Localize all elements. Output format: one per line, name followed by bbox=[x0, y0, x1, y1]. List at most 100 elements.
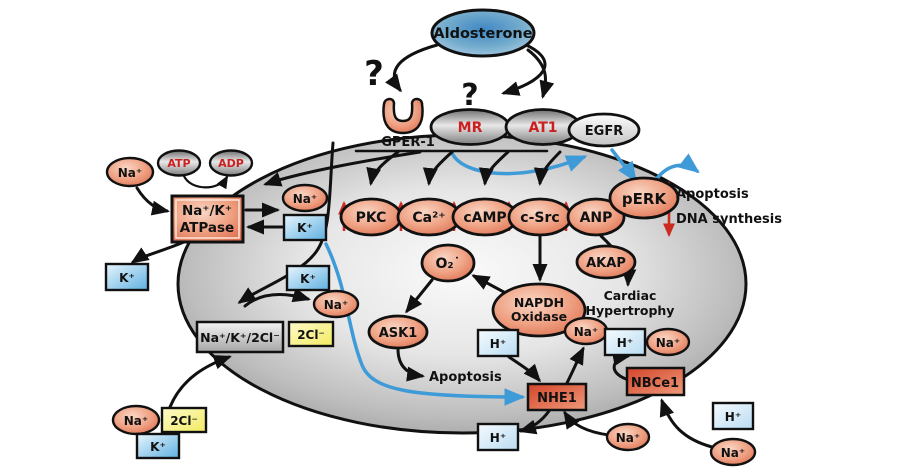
na-ion-label: Na⁺ bbox=[721, 446, 745, 460]
ask1-node bbox=[367, 314, 429, 350]
aldosterone-label: Aldosterone bbox=[433, 26, 532, 42]
h-ion-label: H⁺ bbox=[490, 431, 506, 445]
na-ion-cytosol-nbce1 bbox=[645, 327, 691, 357]
k-ion-cytosol-atpase bbox=[282, 213, 328, 242]
perk-label: pERK bbox=[622, 190, 668, 208]
camp-label: cAMP bbox=[463, 210, 506, 226]
na-ion-label: Na⁺ bbox=[324, 298, 348, 312]
na-ion-label: Na⁺ bbox=[124, 414, 148, 428]
napdh-label-line2: Oxidase bbox=[511, 309, 567, 324]
blue-arrow-to-nhe1 bbox=[324, 242, 526, 406]
arrow-atpase-k-out bbox=[130, 240, 186, 264]
h-ion-extracellular-nbce1 bbox=[711, 401, 755, 431]
anp-node bbox=[566, 197, 626, 237]
h-ion-label: H⁺ bbox=[725, 410, 741, 424]
arrow-h-nhe1 bbox=[507, 355, 541, 383]
h-ion-label: H⁺ bbox=[617, 336, 633, 350]
atpase-label-line2: ATPase bbox=[180, 220, 234, 236]
na-ion-label: Na⁺ bbox=[118, 166, 142, 180]
superoxide-label: O₂˙ bbox=[435, 256, 460, 272]
cardiac-label-line1: Cardiac bbox=[604, 288, 657, 303]
k-ion-extracellular-bottomleft bbox=[135, 432, 181, 460]
cl-ion-label: 2Cl⁻ bbox=[297, 328, 325, 342]
atp-node bbox=[156, 149, 202, 177]
napdh-label-line1: NAPDH bbox=[514, 295, 564, 310]
arrow-aldosterone-gper1 bbox=[385, 43, 439, 93]
na-k-atpase-box bbox=[170, 194, 245, 244]
akap-node bbox=[575, 244, 637, 280]
apoptosis-ask1-label: Apoptosis bbox=[429, 370, 502, 385]
arrow-membrane-nkcc bbox=[237, 141, 335, 304]
arrow-na-out-nbce1 bbox=[659, 398, 714, 449]
na-ion-extracellular-nhe1 bbox=[605, 422, 651, 452]
akap-label: AKAP bbox=[586, 256, 626, 271]
arrow-atp-adp bbox=[182, 174, 229, 190]
arrow-line-csrc bbox=[533, 150, 562, 186]
arrow-aldosterone-at1 bbox=[526, 48, 555, 99]
csrc-label: c-Src bbox=[520, 210, 559, 226]
arrow-line-ca bbox=[422, 150, 454, 186]
apoptosis-perk-label: Apoptosis bbox=[676, 187, 749, 202]
arrow-nkcc-ions-in bbox=[243, 287, 311, 308]
blue-arrow-perk-out bbox=[653, 153, 700, 183]
perk-node bbox=[608, 176, 680, 220]
cardiac-label-line2: Hypertrophy bbox=[586, 303, 675, 318]
nhe1-box bbox=[526, 382, 588, 412]
na-k-atpase-inner-border bbox=[175, 199, 240, 239]
ask1-label: ASK1 bbox=[379, 326, 418, 341]
nkcc-box bbox=[195, 320, 285, 354]
nbce1-box bbox=[625, 366, 686, 397]
gper1-receptor bbox=[382, 97, 424, 135]
na-ion-extracellular-nbce1 bbox=[709, 437, 757, 467]
na-ion-label: Na⁺ bbox=[293, 192, 317, 206]
h-ion-cytosol-nhe1 bbox=[476, 328, 520, 358]
na-ion-label: Na⁺ bbox=[616, 431, 640, 445]
arrow-nbce1-ions-in bbox=[611, 351, 631, 381]
na-ion-cytosol-atpase bbox=[281, 183, 329, 213]
mr-label: MR bbox=[458, 120, 483, 136]
at1-label: AT1 bbox=[528, 120, 557, 136]
k-ion-label: K⁺ bbox=[300, 272, 316, 286]
arrow-ask1-apoptosis bbox=[396, 347, 425, 382]
k-ion-label: K⁺ bbox=[119, 271, 135, 285]
na-ion-extracellular-left bbox=[105, 156, 155, 188]
pkc-label: PKC bbox=[356, 210, 387, 226]
atpase-label-line1: Na⁺/K⁺ bbox=[182, 203, 232, 219]
arrow-na-to-atpase bbox=[135, 186, 170, 216]
arrow-ions-out-nkcc bbox=[168, 355, 232, 409]
blue-arrow-gper1-egfr bbox=[450, 151, 588, 176]
cl-ion-cytosol bbox=[287, 320, 335, 348]
ca-label: Ca²⁺ bbox=[412, 210, 445, 226]
k-ion-cytosol-nkcc bbox=[285, 264, 331, 292]
k-ion-label: K⁺ bbox=[297, 221, 313, 235]
arrow-superoxide-ask1 bbox=[405, 278, 434, 314]
anp-label: ANP bbox=[580, 210, 613, 226]
question-mark-2: ? bbox=[461, 78, 478, 113]
napdh-oxidase-node bbox=[491, 282, 587, 338]
atp-label: ATP bbox=[167, 157, 190, 170]
adp-label: ADP bbox=[218, 157, 244, 170]
gper1-label: GPER-1 bbox=[381, 135, 435, 150]
k-ion-extracellular-left bbox=[104, 262, 150, 292]
arrow-line-atpase-area bbox=[263, 150, 422, 187]
arrow-nhe1-h-out bbox=[518, 409, 551, 435]
cl-ion-extracellular bbox=[160, 406, 208, 434]
dna-synthesis-label: DNA synthesis bbox=[676, 212, 782, 227]
h-ion-cytosol-nbce1 bbox=[603, 327, 647, 357]
superoxide-node bbox=[420, 243, 476, 283]
nhe1-label: NHE1 bbox=[537, 391, 577, 406]
na-ion-label: Na⁺ bbox=[574, 325, 598, 339]
arrow-na-out-nhe1 bbox=[563, 410, 611, 437]
adp-node bbox=[208, 149, 254, 177]
k-ion-label: K⁺ bbox=[150, 440, 166, 454]
na-ion-label: Na⁺ bbox=[656, 336, 680, 350]
h-ion-label: H⁺ bbox=[490, 337, 506, 351]
na-ion-cytosol-nkcc bbox=[312, 289, 360, 319]
arrow-nhe1-na-in bbox=[565, 346, 585, 385]
arrow-line-camp bbox=[478, 150, 510, 186]
egfr-receptor bbox=[567, 112, 641, 148]
cl-ion-label: 2Cl⁻ bbox=[170, 414, 198, 428]
egfr-label: EGFR bbox=[585, 124, 623, 139]
